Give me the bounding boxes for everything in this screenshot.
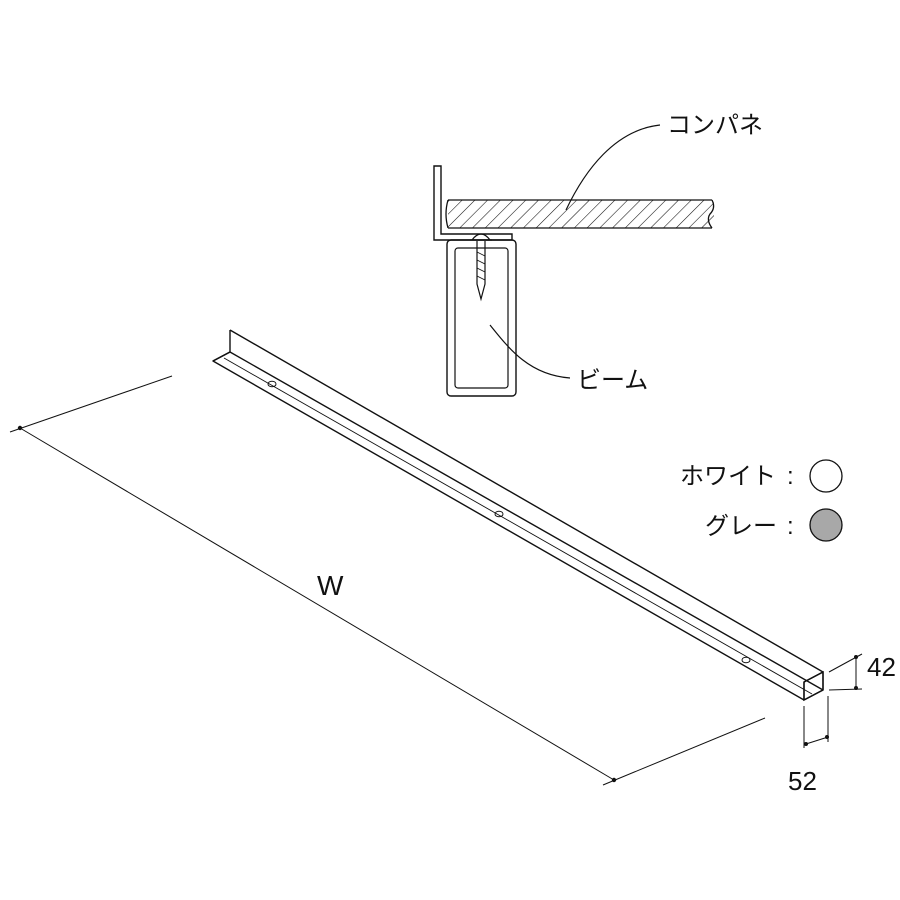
beam <box>446 239 517 397</box>
length-label: W <box>317 570 344 601</box>
bolt-hole <box>494 510 504 518</box>
angle-section <box>433 165 513 241</box>
color-separator: : <box>787 463 794 490</box>
angle-bar <box>212 329 824 702</box>
color-separator: : <box>787 513 794 540</box>
color-name: グレー <box>705 513 777 540</box>
panel-label: コンパネ <box>667 112 763 139</box>
bolt-hole <box>267 380 277 388</box>
height-label: 42 <box>867 652 896 682</box>
width-label: 52 <box>788 766 817 796</box>
color-swatch <box>809 508 843 542</box>
length-dimension: W <box>9 375 766 786</box>
cross-section-detail: コンパネ ビーム <box>433 112 763 397</box>
beam-label: ビーム <box>577 367 648 394</box>
screw <box>470 233 492 302</box>
color-option-gray: グレー : <box>705 508 843 542</box>
color-name: ホワイト <box>680 463 776 490</box>
plywood-panel <box>445 199 715 229</box>
panel-leader <box>565 124 661 211</box>
bolt-hole <box>741 656 751 664</box>
beam-leader <box>489 324 571 379</box>
color-swatch <box>809 459 843 493</box>
color-legend: ホワイト : グレー : <box>680 459 843 542</box>
height-dimension: 42 <box>828 652 896 691</box>
width-dimension: 52 <box>788 696 829 796</box>
color-option-white: ホワイト : <box>680 459 843 493</box>
